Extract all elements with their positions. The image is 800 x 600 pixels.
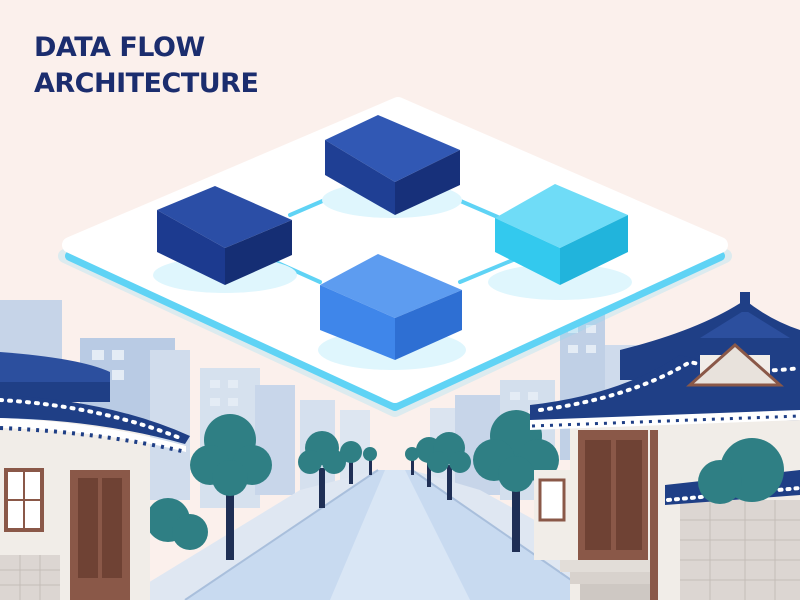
node-left <box>153 186 297 293</box>
tree <box>363 447 377 475</box>
street-trees <box>146 410 559 560</box>
tree <box>298 431 346 508</box>
platform-surface <box>62 97 728 403</box>
tree <box>190 414 272 560</box>
node-right <box>488 184 632 300</box>
hanok-right <box>530 292 800 600</box>
tree <box>427 432 471 500</box>
page-title: DATA FLOW ARCHITECTURE <box>34 30 259 102</box>
bush <box>146 498 208 550</box>
tree <box>405 447 419 475</box>
steps <box>560 560 650 600</box>
hanok-left <box>0 352 190 600</box>
node-top <box>322 115 462 218</box>
bush <box>698 460 742 504</box>
tree <box>340 441 362 484</box>
page-title-line-1: DATA FLOW <box>34 32 205 63</box>
stone-wall <box>0 555 60 600</box>
node-bottom <box>318 254 466 370</box>
stone-wall <box>680 500 800 600</box>
page-title-line-2: ARCHITECTURE <box>34 68 259 99</box>
